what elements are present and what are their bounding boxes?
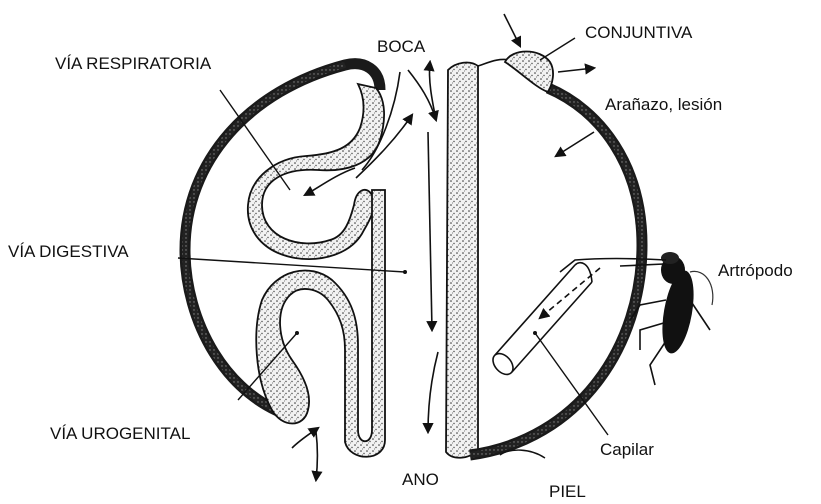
label-boca: BOCA xyxy=(377,37,426,56)
label-capilar: Capilar xyxy=(600,440,654,459)
arthropod-bite-arrows xyxy=(540,259,666,319)
conjunctiva-bump xyxy=(505,52,553,93)
capillary xyxy=(489,263,592,379)
label-piel: PIEL xyxy=(549,482,586,501)
label-ano: ANO xyxy=(402,470,439,489)
urogenital-tract xyxy=(256,190,385,457)
wound-arrow xyxy=(556,132,594,156)
label-via-digestiva: VÍA DIGESTIVA xyxy=(8,242,129,261)
right-body-half xyxy=(470,59,642,455)
label-aranazo: Arañazo, lesión xyxy=(605,95,722,114)
urogenital-arrows xyxy=(292,428,318,480)
digestive-tract-wall xyxy=(446,63,478,458)
leader-lines xyxy=(178,38,608,458)
label-via-respiratoria: VÍA RESPIRATORIA xyxy=(55,54,212,73)
label-artropodo: Artrópodo xyxy=(718,261,793,280)
label-conjuntiva: CONJUNTIVA xyxy=(585,23,693,42)
label-via-urogenital: VÍA UROGENITAL xyxy=(50,424,190,443)
